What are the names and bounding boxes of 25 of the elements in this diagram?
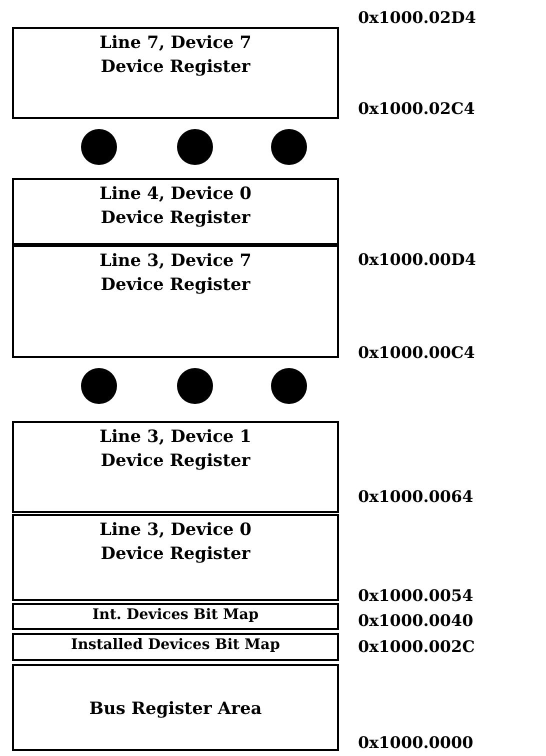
address-label: 0x1000.0000 (358, 733, 474, 752)
address-label: 0x1000.0040 (358, 611, 474, 630)
memory-block (12, 27, 339, 119)
block-label: Line 3, Device 7 Device Register (98, 250, 252, 297)
address-label: 0x1000.00D4 (358, 250, 476, 269)
block-label: Int. Devices Bit Map (92, 605, 259, 625)
memory-block (12, 421, 339, 513)
memory-block (12, 245, 339, 358)
block-label: Bus Register Area (89, 698, 262, 720)
address-label: 0x1000.0064 (358, 487, 474, 506)
address-label: 0x1000.0054 (358, 586, 474, 605)
address-label: 0x1000.02C4 (358, 99, 475, 118)
memory-block (12, 514, 339, 601)
memory-block (12, 603, 339, 630)
block-label: Line 3, Device 0 Device Register (98, 519, 252, 566)
block-label: Line 7, Device 7 Device Register (98, 32, 252, 79)
memory-block (12, 664, 339, 751)
block-label: Installed Devices Bit Map (70, 635, 280, 655)
block-label: Line 3, Device 1 Device Register (98, 426, 252, 473)
memory-block (12, 633, 339, 661)
memory-block (12, 178, 339, 245)
address-label: 0x1000.00C4 (358, 343, 475, 362)
address-label: 0x1000.002C (358, 637, 475, 656)
address-label: 0x1000.02D4 (358, 8, 476, 27)
block-label: Line 4, Device 0 Device Register (98, 183, 252, 230)
